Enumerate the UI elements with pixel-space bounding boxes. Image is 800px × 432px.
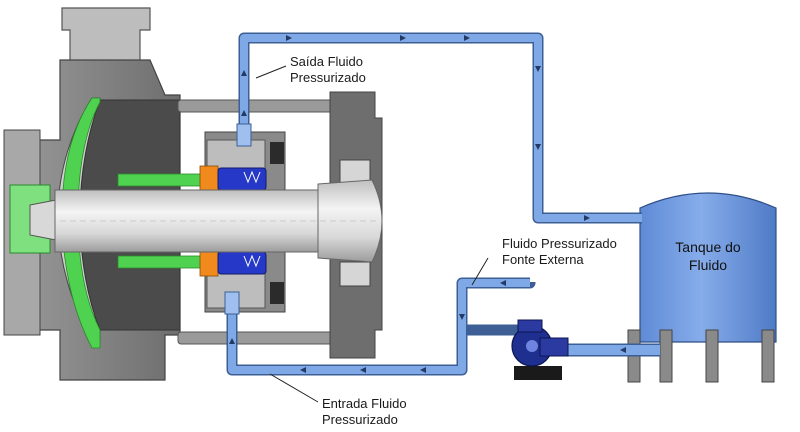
inlet-label-line1: Entrada Fluido <box>322 396 407 411</box>
inlet-label-line2: Pressurizado <box>322 412 398 427</box>
tank-label-line1: Tanque do <box>675 239 741 255</box>
outlet-label: Saída Fluido Pressurizado <box>290 54 366 86</box>
fluid-tank <box>627 192 777 383</box>
inlet-label: Entrada Fluido Pressurizado <box>322 396 407 428</box>
external-label-line1: Fluido Pressurizado <box>502 236 617 251</box>
outlet-label-line2: Pressurizado <box>290 70 366 85</box>
external-source-label: Fluido Pressurizado Fonte Externa <box>502 236 617 268</box>
external-label-line2: Fonte Externa <box>502 252 584 267</box>
tank-label: Tanque do Fluido <box>648 238 768 274</box>
pipe-fittings <box>224 123 252 315</box>
flow-arrows <box>229 35 626 373</box>
tank-label-line2: Fluido <box>688 257 728 273</box>
pump-shaft <box>54 179 383 263</box>
label-leaders <box>255 65 489 403</box>
outlet-label-line1: Saída Fluido <box>290 54 363 69</box>
external-pump <box>511 319 569 380</box>
